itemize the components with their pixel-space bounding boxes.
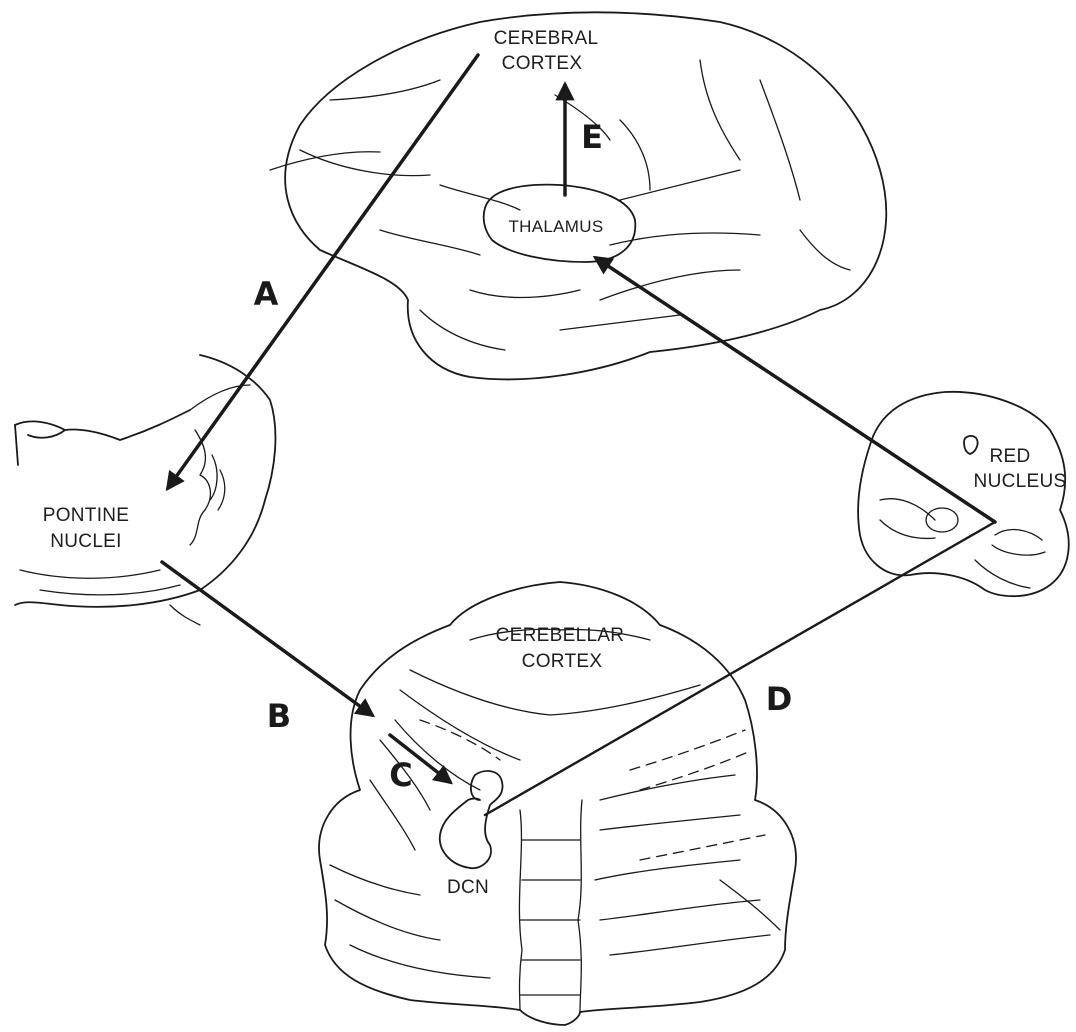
arrow-d-to-thalamus	[592, 255, 997, 524]
label-cerebellar-cortex-line2: CORTEX	[522, 651, 603, 672]
pathway-arrows	[160, 53, 997, 817]
letter-a: A	[254, 275, 279, 313]
label-cerebral-cortex-line2: CORTEX	[502, 53, 583, 74]
arrow-c	[388, 733, 454, 785]
letter-c: C	[389, 756, 412, 794]
thalamus-outline	[482, 183, 637, 263]
letter-d: D	[766, 680, 793, 718]
label-red-nucleus-line1: RED	[989, 446, 1030, 467]
arrow-a	[165, 53, 480, 492]
cerebrum-drawing	[269, 11, 888, 381]
label-red-nucleus-line2: NUCLEUS	[974, 471, 1067, 492]
dcn-outline	[438, 770, 504, 870]
label-cerebellar-cortex-line1: CEREBELLAR	[496, 625, 625, 646]
letter-b: B	[267, 697, 291, 735]
structure-labels: CEREBRAL CORTEX THALAMUS PONTINE NUCLEI …	[43, 28, 1067, 898]
label-pontine-line1: PONTINE	[43, 505, 130, 526]
midbrain-section-drawing	[857, 390, 1070, 598]
cerebellum-drawing	[318, 581, 797, 1026]
label-thalamus: THALAMUS	[509, 217, 604, 236]
arrow-d-line	[483, 520, 997, 817]
label-pontine-line2: NUCLEI	[50, 531, 121, 552]
label-dcn: DCN	[447, 877, 489, 898]
pathway-letters: A B C D E	[254, 118, 793, 794]
red-nucleus-marker	[963, 435, 979, 455]
arrow-b	[160, 560, 376, 718]
pons-section-drawing	[14, 354, 277, 626]
label-cerebral-cortex-line1: CEREBRAL	[494, 28, 599, 49]
letter-e: E	[581, 118, 603, 156]
